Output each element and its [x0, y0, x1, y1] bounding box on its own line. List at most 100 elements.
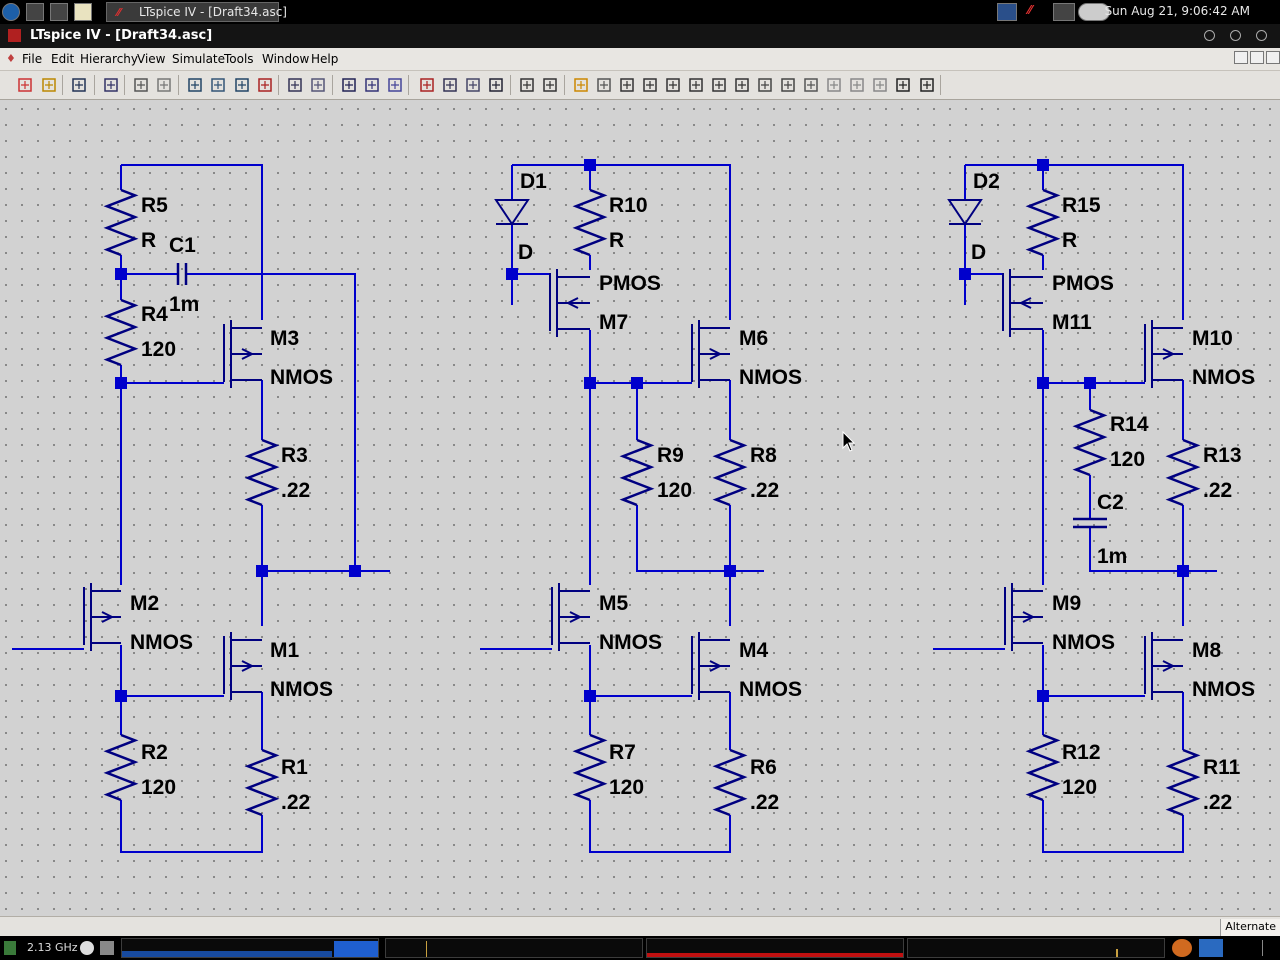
junction-node[interactable] [1037, 377, 1049, 389]
label-m11v[interactable]: PMOS [1052, 272, 1114, 295]
junction-node[interactable] [1037, 690, 1049, 702]
label-r2[interactable]: R2 [141, 741, 168, 764]
component-icon[interactable] [733, 76, 751, 94]
drag-icon[interactable] [779, 76, 797, 94]
label-r14[interactable]: R14 [1110, 413, 1149, 436]
document-icon[interactable]: ♦ [6, 52, 16, 65]
label-d2v[interactable]: D [971, 241, 986, 264]
capacitor-c2[interactable] [1073, 517, 1107, 529]
save-icon[interactable] [70, 76, 88, 94]
resistor-icon[interactable] [641, 76, 659, 94]
weather-icon[interactable] [1078, 3, 1110, 21]
zoom-out-icon[interactable] [233, 76, 251, 94]
resistor-r10[interactable] [572, 188, 608, 257]
resistor-r12[interactable] [1025, 733, 1061, 802]
label-r13v[interactable]: .22 [1203, 479, 1232, 502]
junction-node[interactable] [115, 377, 127, 389]
label-r5[interactable]: R5 [141, 194, 168, 217]
label-r5v[interactable]: R [141, 229, 156, 252]
label-m10[interactable]: M10 [1192, 327, 1233, 350]
label-c2v[interactable]: 1m [1097, 545, 1127, 568]
label-r10v[interactable]: R [609, 229, 624, 252]
label-m4v[interactable]: NMOS [739, 678, 802, 701]
label-r8v[interactable]: .22 [750, 479, 779, 502]
label-m4[interactable]: M4 [739, 639, 768, 662]
label-m1v[interactable]: NMOS [270, 678, 333, 701]
label-r3v[interactable]: .22 [281, 479, 310, 502]
label-r12v[interactable]: 120 [1062, 776, 1097, 799]
taskbar-window-button[interactable]: ⁄⁄ LTspice IV - [Draft34.asc] [106, 2, 287, 22]
menu-window[interactable]: Window [262, 52, 310, 66]
resistor-r15[interactable] [1025, 188, 1061, 257]
resistor-r13[interactable] [1165, 438, 1201, 507]
undo-icon[interactable] [802, 76, 820, 94]
mail-icon[interactable] [997, 3, 1017, 21]
mosfet-m7[interactable] [549, 269, 590, 337]
mosfet-m2[interactable] [83, 583, 121, 651]
label-m6v[interactable]: NMOS [739, 366, 802, 389]
label-d2[interactable]: D2 [973, 170, 1000, 193]
label-r9[interactable]: R9 [657, 444, 684, 467]
capacitor-icon[interactable] [664, 76, 682, 94]
find-icon[interactable] [487, 76, 505, 94]
label-net-icon[interactable] [618, 76, 636, 94]
ltspice-tray-icon[interactable]: ⁄⁄ [1028, 3, 1033, 17]
wire-top-1[interactable] [121, 164, 263, 320]
label-r1v[interactable]: .22 [281, 791, 310, 814]
capacitor-c1[interactable] [176, 263, 188, 285]
mosfet-m8[interactable] [1144, 632, 1183, 700]
clock[interactable]: Sun Aug 21, 9:06:42 AM [1104, 4, 1250, 18]
diode-d1[interactable] [494, 199, 530, 226]
cancel-zoom-icon[interactable] [256, 76, 274, 94]
junction-node[interactable] [584, 690, 596, 702]
menu-file[interactable]: File [22, 52, 43, 66]
junction-node[interactable] [1037, 159, 1049, 171]
grid-icon[interactable] [309, 76, 327, 94]
diode-icon[interactable] [710, 76, 728, 94]
mosfet-m11[interactable] [1002, 269, 1043, 337]
junction-node[interactable] [349, 565, 361, 577]
mosfet-m3[interactable] [223, 320, 262, 388]
label-r2v[interactable]: 120 [141, 776, 176, 799]
spice-directive-icon[interactable] [918, 76, 936, 94]
cut-icon[interactable] [418, 76, 436, 94]
mdi-restore-button[interactable] [1250, 51, 1264, 64]
wire[interactable] [636, 505, 764, 572]
resistor-r3[interactable] [244, 438, 280, 507]
open-icon[interactable] [40, 76, 58, 94]
menu-tools[interactable]: Tools [224, 52, 254, 66]
move-icon[interactable] [756, 76, 774, 94]
label-r13[interactable]: R13 [1203, 444, 1242, 467]
window-title-bar[interactable]: LTspice IV - [Draft34.asc] [0, 24, 1280, 48]
mosfet-m4[interactable] [691, 632, 730, 700]
menu-simulate[interactable]: Simulate [172, 52, 226, 66]
menu-hierarchy[interactable]: Hierarchy [80, 52, 139, 66]
wire-icon[interactable] [572, 76, 590, 94]
menu-view[interactable]: View [137, 52, 166, 66]
label-m11[interactable]: M11 [1052, 311, 1092, 334]
minimize-button[interactable] [1204, 30, 1215, 41]
run-icon[interactable] [132, 76, 150, 94]
label-r8[interactable]: R8 [750, 444, 777, 467]
resistor-r6[interactable] [712, 748, 748, 817]
junction-node[interactable] [959, 268, 971, 280]
label-m5[interactable]: M5 [599, 592, 628, 615]
pan-icon[interactable] [155, 76, 173, 94]
junction-node[interactable] [1084, 377, 1096, 389]
label-r4v[interactable]: 120 [141, 338, 176, 361]
label-r7v[interactable]: 120 [609, 776, 644, 799]
label-r15[interactable]: R15 [1062, 194, 1101, 217]
paste-icon[interactable] [464, 76, 482, 94]
label-r6[interactable]: R6 [750, 756, 777, 779]
copy-icon[interactable] [441, 76, 459, 94]
label-m2v[interactable]: NMOS [130, 631, 193, 654]
junction-node[interactable] [584, 159, 596, 171]
label-m5v[interactable]: NMOS [599, 631, 662, 654]
rotate-icon[interactable] [848, 76, 866, 94]
label-r7[interactable]: R7 [609, 741, 636, 764]
label-r11v[interactable]: .22 [1203, 791, 1232, 814]
label-m8v[interactable]: NMOS [1192, 678, 1255, 701]
ground-icon[interactable] [595, 76, 613, 94]
label-r10[interactable]: R10 [609, 194, 648, 217]
